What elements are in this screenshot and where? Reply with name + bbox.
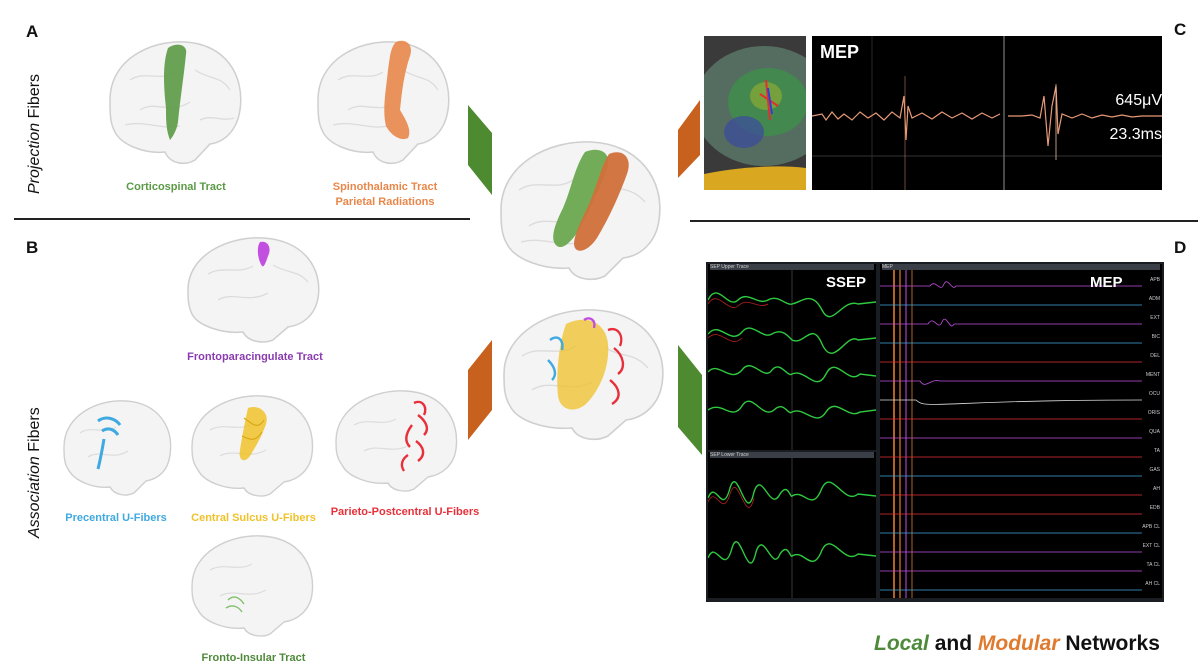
muscle-label: QUA bbox=[1149, 429, 1160, 435]
caption-parieto-postcentral: Parieto-Postcentral U-Fibers bbox=[330, 506, 480, 518]
panel-c-mep-title: MEP bbox=[820, 42, 860, 62]
arrow-green-top-left bbox=[468, 105, 492, 195]
brain-parieto-postcentral bbox=[330, 385, 465, 495]
muscle-label: DEL bbox=[1150, 353, 1160, 359]
panel-letter-a: A bbox=[26, 22, 39, 41]
muscle-label: EDB bbox=[1149, 505, 1160, 511]
muscle-label: MENT bbox=[1145, 372, 1160, 378]
footer-and: and bbox=[928, 632, 978, 655]
caption-precentral: Precentral U-Fibers bbox=[65, 512, 167, 524]
muscle-label: TA bbox=[1153, 448, 1160, 454]
brain-central-sulcus bbox=[186, 390, 321, 500]
brain-frontoparacingulate bbox=[180, 230, 330, 345]
footer-modular: Modular bbox=[977, 632, 1060, 655]
brain-fronto-insular bbox=[186, 530, 321, 640]
projection-fibers-label: Projection Fibers bbox=[26, 73, 43, 194]
footer-local: Local bbox=[874, 632, 929, 655]
caption-spinothalamic: Spinothalamic Tract Parietal Radiations bbox=[332, 181, 438, 208]
tms-cortex-image bbox=[704, 36, 806, 190]
arrow-orange-top-right bbox=[678, 100, 700, 178]
mep-multichannel-panel: MEP bbox=[880, 264, 1162, 598]
brain-spinothalamic bbox=[310, 30, 460, 170]
ssep-lower-header: SEP Lower Trace bbox=[710, 452, 874, 458]
caption-fronto-insular: Fronto-Insular Tract bbox=[201, 652, 306, 664]
association-fibers-label: Association Fibers bbox=[26, 407, 43, 538]
panel-letter-c: C bbox=[1174, 20, 1187, 39]
brain-projection-combined bbox=[493, 130, 671, 290]
muscle-label: OCU bbox=[1148, 391, 1160, 397]
panel-c-amplitude: 645μV bbox=[1115, 92, 1162, 109]
muscle-label: EXT CL bbox=[1142, 543, 1160, 549]
brain-precentral bbox=[58, 395, 178, 500]
muscle-label: BIC bbox=[1151, 334, 1160, 340]
muscle-label: APB bbox=[1149, 277, 1160, 283]
panel-d-mep-title: MEP bbox=[1090, 274, 1123, 291]
muscle-label: GAS bbox=[1149, 467, 1160, 473]
left-separator-rule bbox=[14, 218, 470, 220]
iom-monitor-screen: SEP Upper Trace SSEP SEP Lower Trace MEP bbox=[706, 262, 1164, 602]
arrow-green-bottom-right bbox=[678, 345, 702, 455]
muscle-label: ORIS bbox=[1147, 410, 1160, 416]
muscle-label: AH bbox=[1153, 486, 1160, 492]
footer-networks: Networks bbox=[1059, 632, 1160, 655]
panel-letter-b: B bbox=[26, 238, 39, 257]
panel-letter-d: D bbox=[1174, 238, 1187, 257]
muscle-label: EXT bbox=[1150, 315, 1160, 321]
brain-association-combined bbox=[496, 300, 674, 450]
ssep-upper-panel: SEP Upper Trace SSEP bbox=[708, 264, 876, 450]
brain-corticospinal bbox=[100, 30, 250, 170]
caption-central-sulcus: Central Sulcus U-Fibers bbox=[191, 512, 316, 524]
muscle-label: TA CL bbox=[1146, 562, 1160, 568]
muscle-label: AH CL bbox=[1145, 581, 1160, 587]
panel-c-latency: 23.3ms bbox=[1109, 126, 1162, 143]
ssep-lower-panel: SEP Lower Trace bbox=[708, 452, 876, 598]
panel-d-ssep-title: SSEP bbox=[826, 274, 867, 291]
muscle-label: APB CL bbox=[1142, 524, 1160, 530]
arrow-orange-bottom-left bbox=[468, 340, 492, 440]
mep-panel-header: MEP bbox=[882, 264, 1160, 270]
mep-oscilloscope: MEP 645μV 23.3ms bbox=[812, 36, 1162, 190]
right-separator-rule bbox=[690, 220, 1198, 222]
caption-corticospinal: Corticospinal Tract bbox=[126, 181, 226, 193]
ssep-upper-header: SEP Upper Trace bbox=[710, 264, 874, 270]
muscle-label: ADM bbox=[1148, 296, 1160, 302]
muscle-label-column: APB ADM EXT BIC DEL MENT OCU ORIS QUA TA GAS AH EDB A… bbox=[1132, 277, 1160, 600]
caption-frontoparacingulate: Frontoparacingulate Tract bbox=[187, 351, 323, 363]
footer-networks-label: Local and Modular Networks bbox=[874, 632, 1160, 656]
